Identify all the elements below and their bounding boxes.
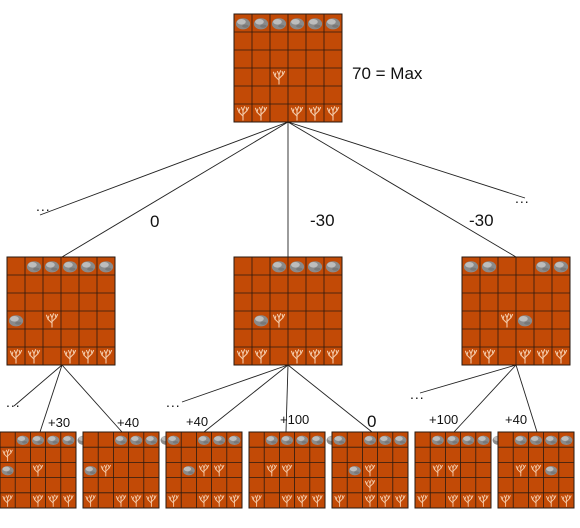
rock-icon [182,465,195,476]
rock-icon [114,435,128,445]
board-grand-4 [331,431,409,509]
board-grand-6 [497,431,575,509]
rock-icon [1,465,14,476]
rock-icon [325,18,341,30]
tree-edge-5 [287,121,526,199]
rock-icon [553,261,569,273]
board-grand-5 [414,431,505,509]
rock-icon [235,18,251,30]
rock-icon [325,261,341,273]
rock-icon [62,435,75,445]
tree-edge-7 [39,364,63,433]
rock-icon [394,435,407,445]
grandchild-7-value-label: +40 [505,412,528,427]
rock-icon [289,18,305,30]
rock-icon [98,261,114,273]
rock-icon [167,435,180,445]
board-grand-2 [165,431,243,509]
tree-edge-8 [61,364,123,433]
tree-edge-2 [61,121,289,258]
rock-icon [446,435,460,445]
grandchild-6-value-label: +100 [429,412,459,427]
rock-icon [463,261,479,273]
rock-icon [197,435,211,445]
rock-icon [545,435,558,445]
root-left-ellipsis: ... [36,198,51,214]
board-grand-1 [82,431,173,509]
root-value-label: 70 = Max [352,64,423,83]
rock-icon [80,261,96,273]
grandchild-1-value-label: +30 [48,415,71,430]
child-3-value-label: -30 [469,211,494,230]
rock-icon [517,315,533,327]
board-grand-3 [248,431,339,509]
rock-icon [311,435,324,445]
tree-edge-9 [181,364,289,403]
tree-edge-15 [515,364,538,433]
child-1-ellipsis: ... [6,394,21,410]
rock-icon [307,18,323,30]
child-2-ellipsis: ... [166,394,181,410]
rock-icon [47,435,60,445]
grandchild-3-value-label: +40 [186,414,209,429]
rock-icon [477,435,490,445]
tree-edge-11 [285,364,289,433]
rock-icon [348,465,361,476]
rock-icon [44,261,60,273]
rock-icon [545,465,558,476]
rock-icon [296,435,309,445]
rock-icon [481,261,497,273]
tree-edge-1 [39,121,289,216]
rock-icon [514,435,527,445]
rock-icon [307,261,323,273]
rock-icon [289,261,305,273]
rock-icon [529,435,543,445]
rock-icon [280,435,294,445]
rock-icon [379,435,392,445]
rock-icon [535,261,551,273]
tree-boards [0,13,575,509]
rock-icon [228,435,241,445]
tree-edge-4 [287,121,517,258]
tree-edge-14 [453,364,517,433]
rock-icon [271,18,287,30]
board-child-0 [6,256,116,366]
tree-edges [13,121,538,433]
root-right-ellipsis: ... [515,190,530,206]
rock-icon [253,315,269,327]
rock-icon [560,435,573,445]
grandchild-4-value-label: +100 [280,412,310,427]
rock-icon [271,261,287,273]
rock-icon [431,435,444,445]
tree-edge-12 [287,364,373,433]
child-2-value-label: -30 [310,211,335,230]
rock-icon [130,435,143,445]
tree-edge-13 [419,364,517,394]
rock-icon [16,435,29,445]
rock-icon [62,261,78,273]
child-3-ellipsis: ... [410,386,425,402]
rock-icon [333,435,346,445]
board-child-2 [461,256,571,366]
child-1-value-label: 0 [150,212,160,231]
grandchild-5-value-label: 0 [367,412,377,431]
rock-icon [363,435,377,445]
rock-icon [31,435,45,445]
rock-icon [213,435,226,445]
tree-edge-6 [13,364,63,407]
grandchild-2-value-label: +40 [117,415,140,430]
board-child-1 [233,256,343,366]
rock-icon [84,465,97,476]
board-grand-0 [0,431,90,509]
tree-edge-10 [203,364,289,433]
rock-icon [145,435,158,445]
rock-icon [253,18,269,30]
rock-icon [26,261,42,273]
board-root [233,13,343,123]
rock-icon [462,435,475,445]
rock-icon [265,435,278,445]
rock-icon [8,315,24,327]
